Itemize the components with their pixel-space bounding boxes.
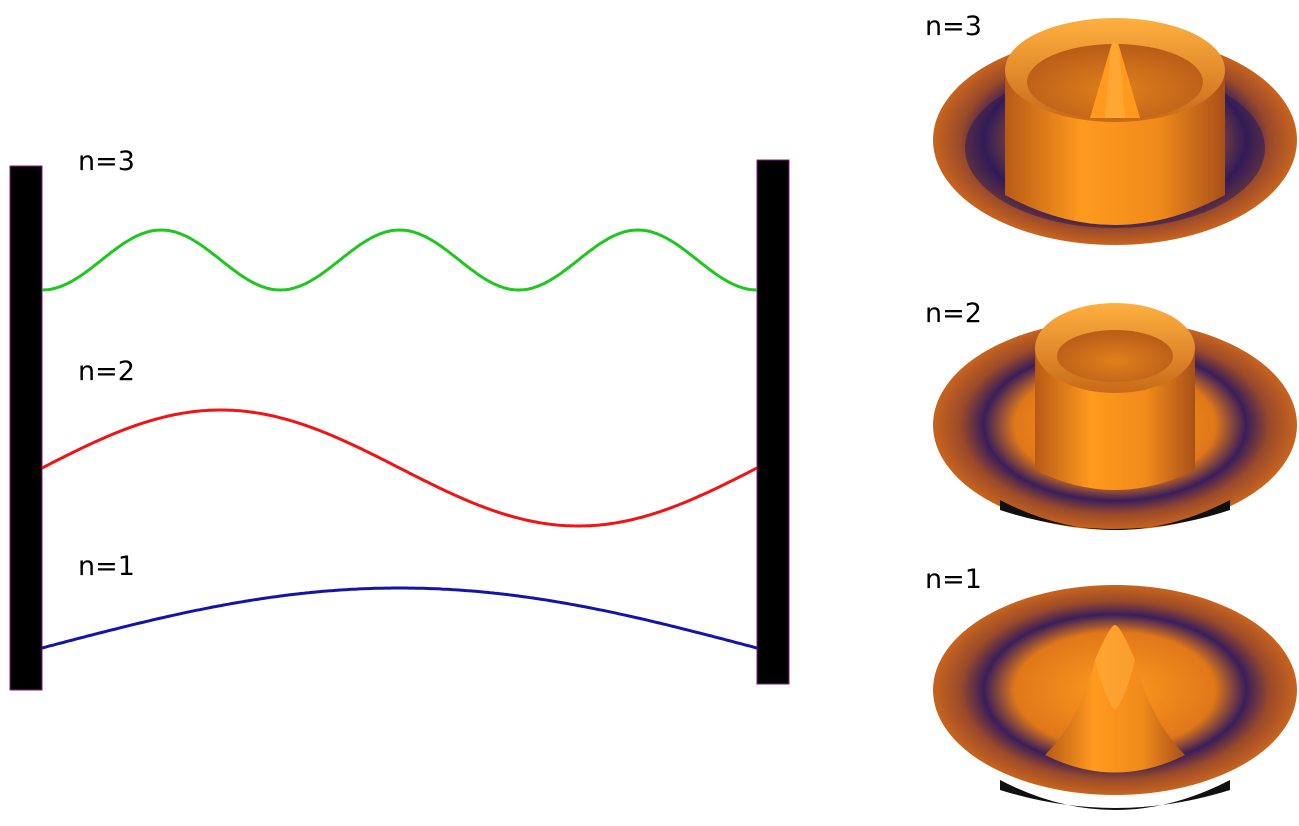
label-right-n3: n=3 bbox=[925, 11, 982, 42]
label-left-n2: n=2 bbox=[78, 356, 135, 387]
label-left-n1: n=1 bbox=[78, 551, 135, 582]
label-left-n3: n=3 bbox=[78, 146, 135, 177]
surface-n3 bbox=[933, 18, 1297, 245]
surface-n2 bbox=[933, 303, 1297, 530]
wave-n3 bbox=[41, 228, 758, 292]
label-right-n2: n=2 bbox=[925, 298, 982, 329]
wave-n1 bbox=[41, 586, 758, 650]
wave-n2 bbox=[41, 408, 758, 528]
surface-n1 bbox=[933, 585, 1297, 810]
right-wall bbox=[756, 159, 790, 685]
left-wall bbox=[9, 165, 43, 691]
label-right-n1: n=1 bbox=[925, 564, 982, 595]
